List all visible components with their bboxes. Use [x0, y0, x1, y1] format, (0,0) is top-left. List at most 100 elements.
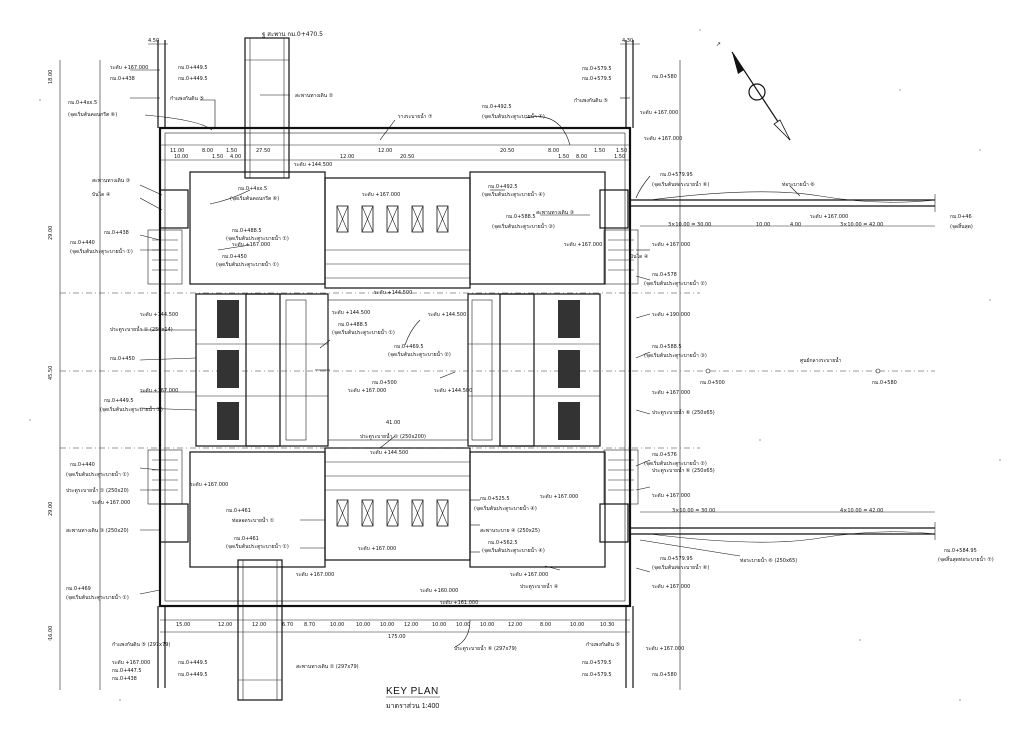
dim-left-v-2: 45.50	[48, 366, 54, 380]
label-bridge-top: สะพานทางเดิน ②	[295, 92, 334, 99]
label-upper-level-mid: ระดับ +167.000	[362, 192, 400, 198]
label-left-km-6-sub: (จุดเริ่มต้นประตูระบายน้ำ ①)	[66, 592, 129, 601]
label-left-top-4: กม.0+449.5	[178, 76, 208, 82]
label-right-canal: ท่อระบายน้ำ ⑥	[782, 179, 815, 188]
label-gate-1b: ประตูระบายน้ำ ① (250x20)	[66, 485, 129, 494]
label-km-line-1: กม.0+500	[700, 380, 725, 386]
label-bot-bridge: สะพานทางเดิน ② (297x79)	[296, 663, 359, 670]
dim-top-1: 4.50	[148, 38, 159, 44]
top-center-label: ฐ สะพาน กม.0+470.5	[262, 31, 323, 38]
label-upper-level-top: ระดับ +144.500	[294, 162, 332, 168]
dim-bot-7: 10.00	[380, 622, 394, 628]
dim-left-v-3: 29.00	[48, 502, 54, 516]
label-mid-km-2-sub: (จุดเริ่มต้นประตูระบายน้ำ ②)	[388, 349, 451, 358]
label-km-top-mid-sub: (จุดเริ่มต้นประตูระบายน้ำ ④)	[482, 111, 545, 120]
bridge-top	[244, 37, 290, 179]
label-right-gate-3: ประตูระบายน้ำ ⑥ (250x65)	[652, 407, 715, 416]
label-right-level-a: ระดับ +167.000	[810, 214, 848, 220]
label-bot-km-l1: ระดับ +167.000	[112, 660, 150, 666]
label-right-level-b: ระดับ +167.000	[652, 242, 690, 248]
label-left-km-4-sub: (จุดเริ่มต้นประตูระบายน้ำ ①)	[100, 404, 163, 413]
scan-dots	[29, 29, 1001, 701]
dim-row-b-4: 20.50	[400, 154, 414, 160]
label-mid-level-2: ระดับ +144.500	[428, 312, 466, 318]
dim-left-v-4: 16.00	[48, 626, 54, 640]
label-bot-km-r3: กม.0+579.5	[582, 672, 612, 678]
label-left-level-top: ระดับ +144.500	[140, 312, 178, 318]
dim-row-a-7: 1.50	[594, 148, 605, 154]
label-gate-wall-right: กำแพงกันดิน ⑤	[574, 97, 608, 104]
lower-gates	[336, 499, 449, 527]
dim-row-b-1: 1.50	[212, 154, 223, 160]
label-bot-km-l3b: กม.0+449.5	[178, 672, 208, 678]
dim-bot-13: 8.00	[540, 622, 551, 628]
dim-right-a-2: 4.00	[790, 222, 801, 228]
dim-row-a-0: 11.00	[170, 148, 184, 154]
label-upper-level-top2: ระดับ +144.500	[374, 290, 412, 296]
dim-bot-5: 10.00	[330, 622, 344, 628]
sluice-gate-hatches	[217, 299, 580, 441]
label-upper-right-km2: กม.0+588.5	[506, 214, 536, 220]
dim-bot-6: 10.00	[356, 622, 370, 628]
outer-walls	[157, 40, 634, 688]
label-upper-km-a: กม.0+4xx.5	[238, 186, 267, 192]
label-right-top-3: กม.0+580	[652, 74, 677, 80]
label-left-km-6: กม.0+469	[66, 586, 91, 592]
dim-bot-15: 10.30	[600, 622, 614, 628]
label-bot-level-3: ระดับ +160.000	[420, 588, 458, 594]
label-bot-km-r2: กม.0+579.5	[582, 660, 612, 666]
label-bridge-left-b: สะพานทางเดิน ③ (250x20)	[66, 527, 129, 534]
dim-right-b-0: 3×10.00 = 30.00	[672, 508, 715, 514]
label-bot-right-2-sub: (จุดสิ้นสุดท่อระบายน้ำ ⑦)	[938, 554, 994, 563]
dim-left-v-1: 29.00	[48, 226, 54, 240]
label-km-mark-1: กม.0+4xx.5	[68, 100, 97, 106]
label-bot-right-5: ประตูระบายน้ำ ④	[520, 581, 559, 590]
upper-basin	[189, 171, 606, 289]
label-mid-km-2: กม.0+469.5	[394, 344, 424, 350]
label-bot-wall-r: กำแพงกันดิน ⑤	[586, 641, 620, 648]
label-left-level-low: ระดับ +167.000	[92, 500, 130, 506]
label-bot-level-6: ระดับ +167.000	[510, 572, 548, 578]
label-bot-level-2: ระดับ +167.000	[358, 546, 396, 552]
label-center-km: กม.0+500	[372, 380, 397, 386]
dim-bot-8: 12.00	[404, 622, 418, 628]
label-upper-km-b-sub: (จุดเริ่มต้นประตูระบายน้ำ ①)	[226, 233, 289, 242]
label-left-top-3: กม.0+449.5	[178, 65, 208, 71]
label-bot-gate-6: ประตูระบายน้ำ ⑥ (297x79)	[454, 643, 517, 652]
label-upper-km-b: กม.0+488.5	[232, 228, 262, 234]
plan-scale: มาตราส่วน 1:400	[386, 703, 439, 710]
upper-gates	[336, 205, 449, 233]
label-bot-km-l2b: กม.0+449.5	[178, 660, 208, 666]
north-arrow-icon: ↗	[716, 41, 791, 141]
label-right-end-1-sub: (จุดสิ้นสุด)	[950, 221, 973, 230]
label-bot-wall-l: กำแพงกันดิน ⑤ (297x79)	[112, 641, 170, 648]
label-bot-mid-5-sub: (จุดเริ่มต้นประตูระบายน้ำ ④)	[482, 545, 545, 554]
label-upper-right-km-sub: (จุดเริ่มต้นประตูระบายน้ำ ④)	[482, 189, 545, 198]
dim-bot-11: 10.00	[480, 622, 494, 628]
outlet-pipe-bottom	[630, 522, 936, 543]
label-right-end-1: กม.0+46	[950, 214, 972, 220]
leader-lines	[130, 69, 801, 648]
label-bot-right-1: กม.0+579.95	[660, 556, 693, 562]
label-upper-right-km: กม.0+492.5	[488, 184, 518, 190]
dim-bot-12: 12.00	[508, 622, 522, 628]
label-bot-right-4: ประตูระบายน้ำ ⑥ (250x65)	[652, 465, 715, 474]
label-bot-right-1-sub: (จุดเริ่มต้นท่อระบายน้ำ ⑥)	[652, 562, 709, 571]
label-right-km-1: กม.0+579.95	[660, 172, 693, 178]
label-bot-mid-5: กม.0+562.5	[488, 540, 518, 546]
label-right-level-c: ระดับ +167.000	[652, 390, 690, 396]
dim-left-v-0: 18.00	[48, 70, 54, 84]
dim-bot-3: 6.70	[282, 622, 293, 628]
label-bot-km-r4: กม.0+580	[652, 672, 677, 678]
label-stair: บันได ④	[92, 191, 111, 198]
dim-row-a-2: 1.50	[226, 148, 237, 154]
label-upper-right-bridge: สะพานทางเดิน ③	[536, 209, 574, 216]
label-bot-mid-3: กม.0+525.5	[480, 496, 510, 502]
label-mid-level-3: ระดับ +167.000	[348, 388, 386, 394]
dim-row-b-3: 12.00	[340, 154, 354, 160]
label-right-gate-1: กม.0+578	[652, 272, 677, 278]
dim-bot-total: 175.00	[388, 634, 406, 640]
label-upper-km-c-sub: (จุดเริ่มต้นประตูระบายน้ำ ①)	[216, 259, 279, 268]
label-mid-level-5: ระดับ +144.500	[370, 450, 408, 456]
